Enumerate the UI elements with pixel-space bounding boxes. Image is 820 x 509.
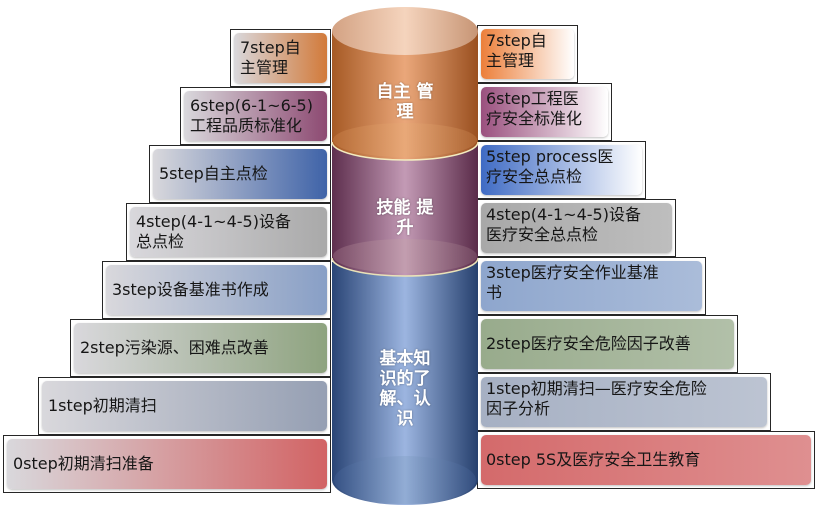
step-panel bbox=[106, 265, 327, 315]
step-panel bbox=[184, 91, 327, 141]
step-label: 4step(4-1~4-5)设备 医疗安全总点检 bbox=[486, 205, 641, 244]
step-panel bbox=[481, 29, 574, 79]
left-step-6: 6step(6-1~6-5) 工程品质标准化 bbox=[180, 87, 331, 145]
step-label: 1step初期清扫—医疗安全危险 因子分析 bbox=[486, 379, 707, 418]
right-step-0: 0step 5S及医疗安全卫生教育 bbox=[477, 431, 815, 489]
step-label: 4step(4-1~4-5)设备 总点检 bbox=[136, 212, 291, 251]
cylinder-top-face bbox=[332, 7, 478, 55]
step-label: 3step设备基准书作成 bbox=[112, 280, 269, 299]
cylinder-label-bottom: 基本知 识的了 解、认 识 bbox=[379, 349, 431, 429]
step-label: 2step医疗安全危险因子改善 bbox=[486, 334, 691, 353]
step-panel bbox=[481, 377, 767, 427]
left-step-7: 7step自 主管理 bbox=[230, 29, 331, 87]
step-panel bbox=[7, 439, 327, 489]
left-step-2: 2step污染源、困难点改善 bbox=[70, 319, 331, 377]
step-label: 5step process医 疗安全总点检 bbox=[486, 147, 614, 186]
left-step-5: 5step自主点检 bbox=[149, 145, 331, 203]
step-label: 7step自 主管理 bbox=[486, 31, 547, 70]
step-label: 6step(6-1~6-5) 工程品质标准化 bbox=[190, 96, 313, 135]
right-step-4: 4step(4-1~4-5)设备 医疗安全总点检 bbox=[477, 199, 676, 257]
step-panel bbox=[74, 323, 327, 373]
step-label: 6step工程医 疗安全标准化 bbox=[486, 89, 583, 128]
step-panel bbox=[481, 145, 642, 195]
step-panel bbox=[234, 33, 327, 83]
step-label: 3step医疗安全作业基准 书 bbox=[486, 263, 659, 302]
left-step-3: 3step设备基准书作成 bbox=[102, 261, 331, 319]
step-panel bbox=[481, 87, 608, 137]
cylinder-segment-middle bbox=[331, 142, 479, 277]
step-panel bbox=[42, 381, 327, 431]
step-panel bbox=[153, 149, 327, 199]
step-panel bbox=[481, 435, 811, 485]
right-step-3: 3step医疗安全作业基准 书 bbox=[477, 257, 706, 315]
step-label: 1step初期清扫 bbox=[48, 396, 157, 415]
cylinder-segment-top bbox=[331, 7, 479, 161]
step-label: 7step自 主管理 bbox=[240, 38, 301, 77]
left-step-1: 1step初期清扫 bbox=[38, 377, 331, 435]
right-step-5: 5step process医 疗安全总点检 bbox=[477, 141, 646, 199]
step-label: 0step初期清扫准备 bbox=[13, 454, 154, 473]
cylinder-label-top: 自主 管理 bbox=[376, 82, 434, 122]
cylinder-segment-bottom bbox=[332, 262, 478, 505]
right-step-2: 2step医疗安全危险因子改善 bbox=[477, 315, 738, 373]
step-panel bbox=[130, 207, 327, 257]
left-step-4: 4step(4-1~4-5)设备 总点检 bbox=[126, 203, 331, 261]
step-panel bbox=[481, 319, 734, 369]
left-step-0: 0step初期清扫准备 bbox=[3, 435, 331, 493]
cylinder-label-middle: 技能 提升 bbox=[376, 198, 434, 238]
step-panel bbox=[481, 203, 672, 253]
step-label: 5step自主点检 bbox=[159, 164, 268, 183]
step-label: 2step污染源、困难点改善 bbox=[80, 338, 269, 357]
right-step-1: 1step初期清扫—医疗安全危险 因子分析 bbox=[477, 373, 771, 431]
step-panel bbox=[481, 261, 702, 311]
right-step-6: 6step工程医 疗安全标准化 bbox=[477, 83, 612, 141]
step-label: 0step 5S及医疗安全卫生教育 bbox=[486, 450, 701, 469]
right-step-7: 7step自 主管理 bbox=[477, 25, 578, 83]
